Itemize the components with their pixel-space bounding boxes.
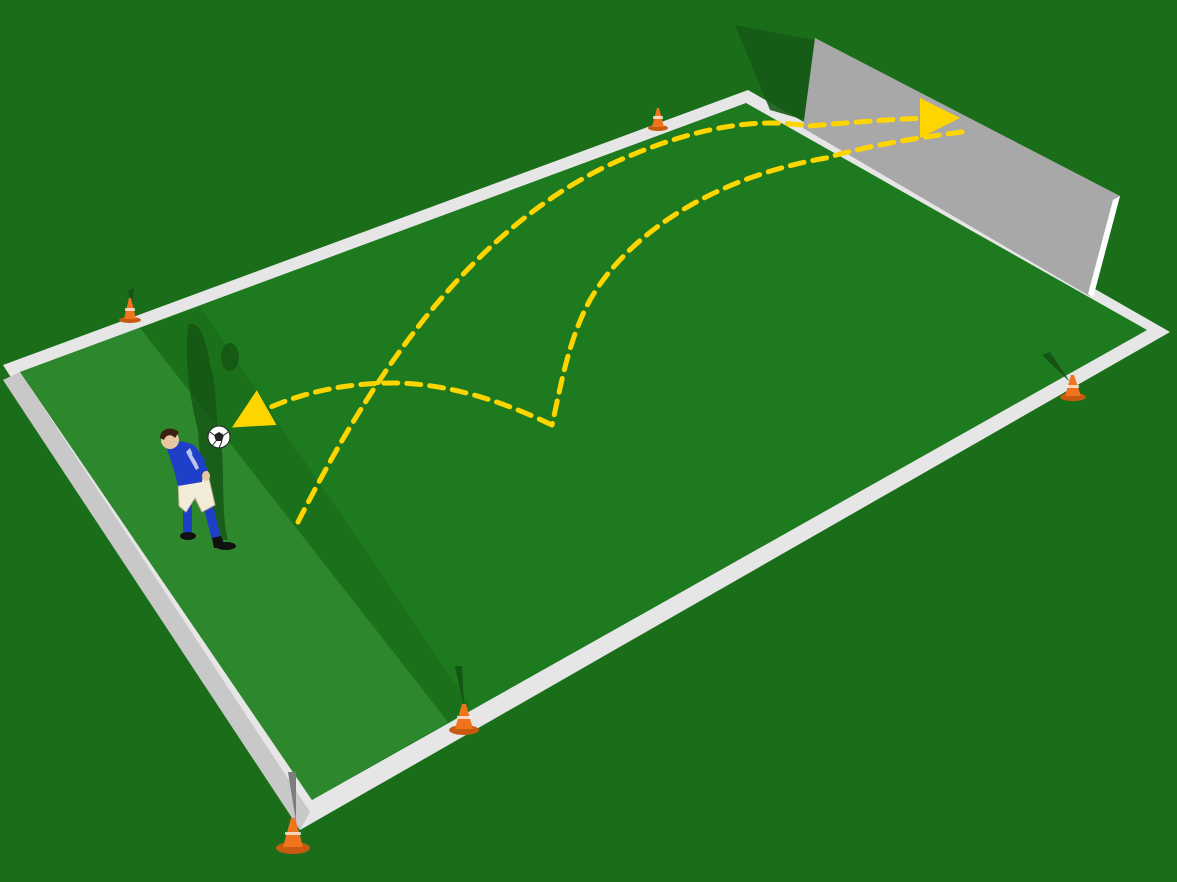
soccer-ball-icon <box>208 426 230 448</box>
ball-shadow <box>221 343 239 371</box>
